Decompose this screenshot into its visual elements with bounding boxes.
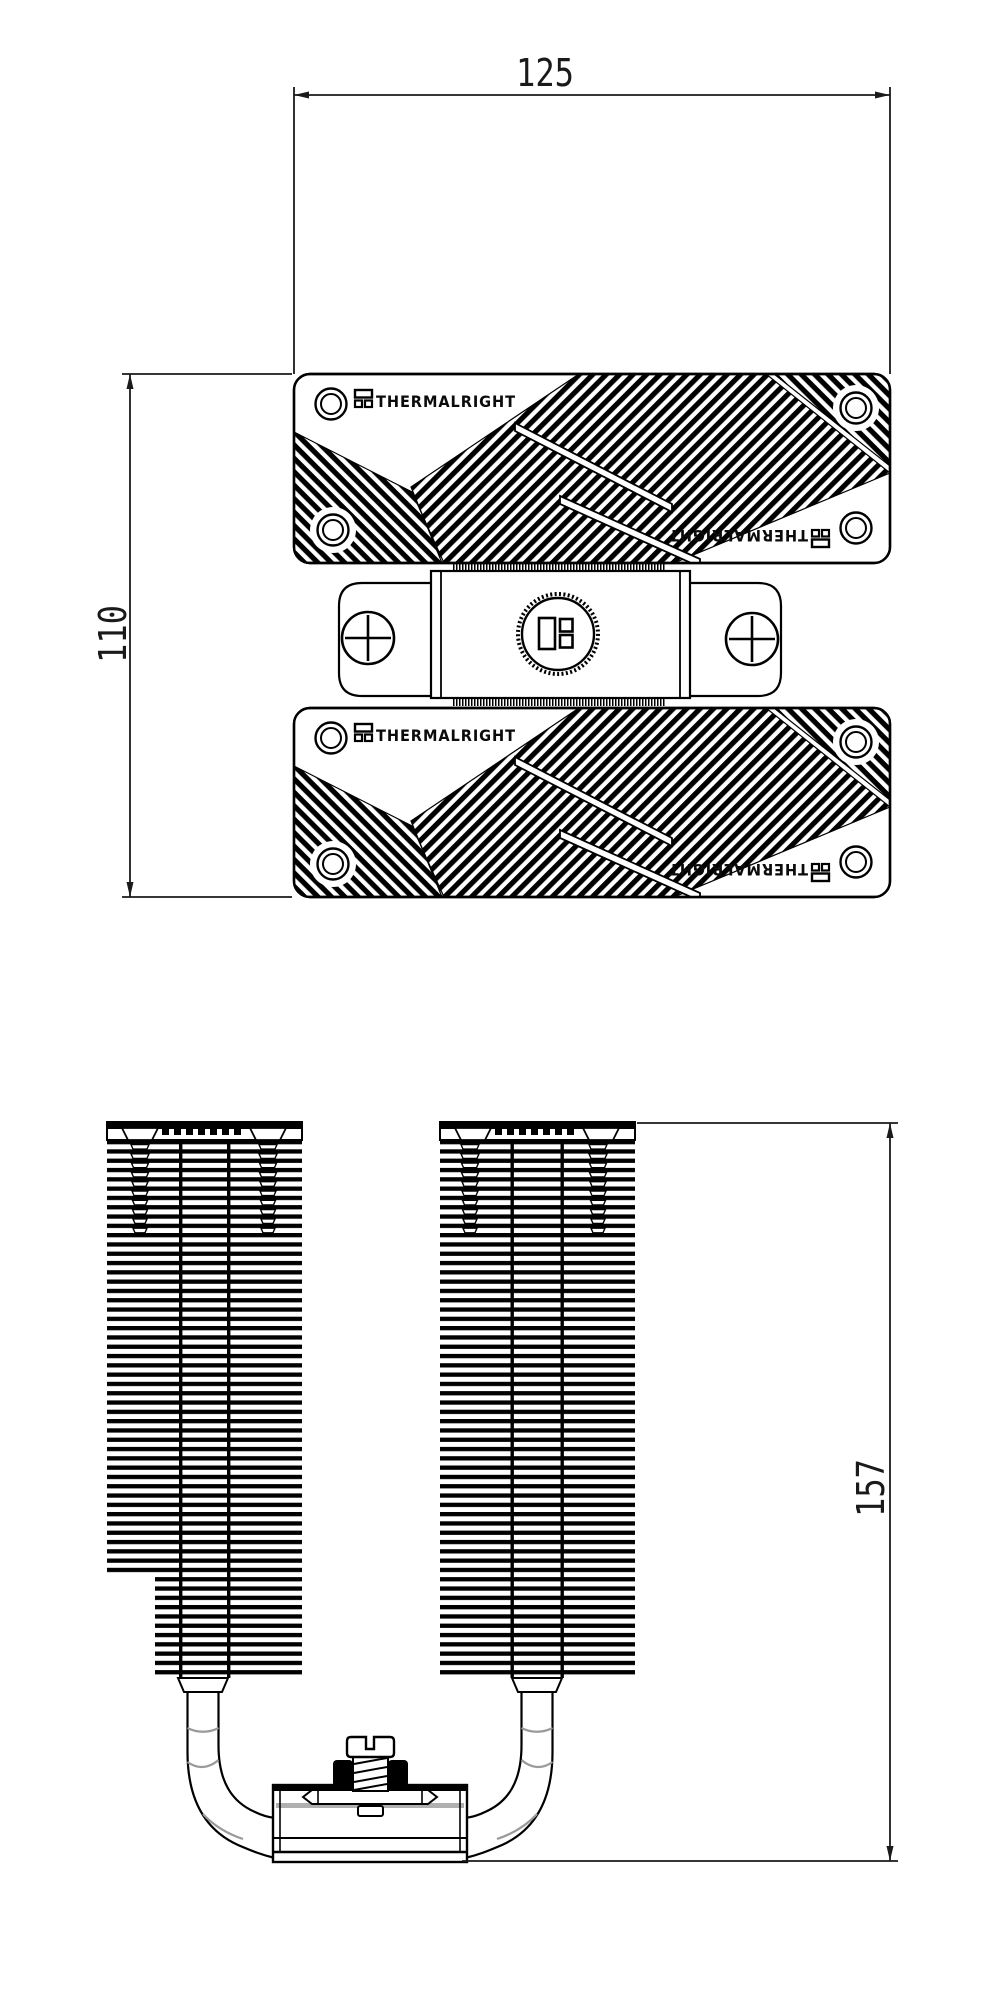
screw-hole-icon bbox=[839, 391, 873, 425]
screw-hole-icon bbox=[314, 387, 348, 421]
fin-tower-right bbox=[439, 1121, 636, 1678]
brand-wordmark: THERMALRIGHT bbox=[376, 392, 516, 411]
dimension-annotations: 125 110 157 bbox=[91, 51, 898, 1862]
brand-wordmark: THERMALRIGHT bbox=[376, 726, 516, 745]
heatpipe-cap-left bbox=[176, 1677, 230, 1693]
side-view bbox=[106, 1121, 636, 1864]
heatpipe-channel-line bbox=[560, 1140, 564, 1678]
cooler-base bbox=[271, 1735, 469, 1864]
heatpipe-right bbox=[464, 1692, 554, 1860]
spring-coil-left bbox=[333, 1760, 353, 1787]
fan-hub-knob-icon bbox=[516, 592, 600, 676]
fin-tower-left bbox=[106, 1121, 303, 1678]
heatpipe-channel-line bbox=[227, 1140, 231, 1678]
mounting-bracket bbox=[301, 1789, 439, 1805]
screw-hole-icon bbox=[316, 847, 350, 881]
heatpipe-channel-line bbox=[510, 1140, 514, 1678]
spring-screw-shaft bbox=[352, 1753, 389, 1792]
brand-logo-rotated: THERMALRIGHT bbox=[668, 526, 831, 549]
base-center-tab bbox=[357, 1805, 384, 1817]
heatpipe-left bbox=[186, 1692, 276, 1860]
heatpipe-cap-right bbox=[510, 1677, 564, 1693]
screw-hole-icon bbox=[839, 845, 873, 879]
slotted-screw-head bbox=[345, 1735, 396, 1759]
screw-hole-icon bbox=[316, 513, 350, 547]
dimension-depth-label: 110 bbox=[91, 605, 135, 663]
screw-hole-icon bbox=[839, 511, 873, 545]
dimension-width-label: 125 bbox=[516, 51, 574, 95]
dimension-height-label: 157 bbox=[849, 1459, 893, 1517]
phillips-screw-icon bbox=[340, 610, 396, 666]
fin-block-lower: THERMALRIGHT THERMALRIGHT bbox=[292, 706, 892, 899]
heatpipe-channel-line bbox=[179, 1140, 183, 1678]
brand-logo-rotated: THERMALRIGHT bbox=[668, 860, 831, 883]
fin-edge-serration-top bbox=[453, 562, 665, 570]
brand-logo: THERMALRIGHT bbox=[353, 722, 516, 745]
brand-logo: THERMALRIGHT bbox=[353, 388, 516, 411]
fin-stack bbox=[107, 1140, 302, 1678]
fin-edge-serration-bottom bbox=[453, 698, 665, 706]
brand-wordmark: THERMALRIGHT bbox=[668, 526, 808, 545]
dimension-width: 125 bbox=[293, 51, 891, 374]
spring-coil-right bbox=[388, 1760, 408, 1787]
brand-wordmark: THERMALRIGHT bbox=[668, 860, 808, 879]
screw-hole-icon bbox=[314, 721, 348, 755]
top-view: THERMALRIGHT THERMALRIGHT bbox=[292, 372, 892, 899]
screw-hole-icon bbox=[839, 725, 873, 759]
dimension-height: 157 bbox=[462, 1122, 898, 1862]
dimension-depth: 110 bbox=[91, 373, 292, 898]
phillips-screw-icon bbox=[724, 611, 780, 667]
center-mount-frame bbox=[337, 562, 783, 706]
fin-block-upper: THERMALRIGHT THERMALRIGHT bbox=[292, 372, 892, 565]
